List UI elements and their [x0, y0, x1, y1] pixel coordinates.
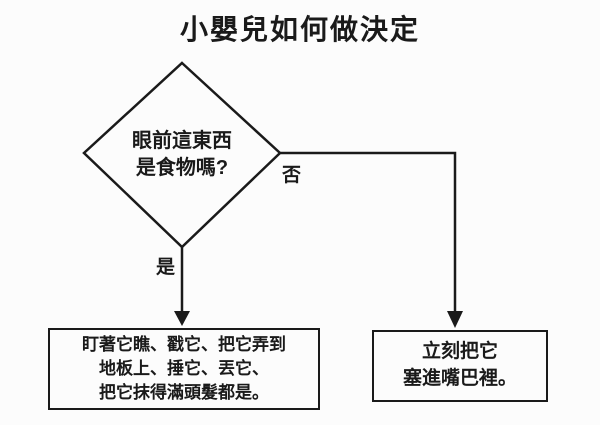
yes-action-line1: 盯著它瞧、戳它、把它弄到: [82, 335, 286, 355]
branch-label-no: 否: [282, 165, 302, 186]
no-action-line1: 立刻把它: [421, 341, 498, 363]
decision-question-line2: 是食物嗎?: [135, 157, 229, 179]
decision-question-line1: 眼前這東西: [132, 130, 232, 152]
no-action-box: 立刻把它 塞進嘴巴裡。: [372, 330, 548, 402]
yes-action-box: 盯著它瞧、戳它、把它弄到 地板上、捶它、丟它、 把它抹得滿頭髮都是。: [48, 328, 320, 410]
yes-branch-arrowhead: [174, 311, 190, 326]
yes-action-line2: 地板上、捶它、丟它、: [99, 359, 269, 379]
page-title: 小嬰兒如何做決定: [179, 14, 420, 45]
no-action-line2: 塞進嘴巴裡。: [402, 368, 517, 389]
decision-question: 眼前這東西 是食物嗎?: [92, 128, 272, 182]
no-branch-line: [280, 151, 457, 312]
no-branch-arrowhead: [447, 311, 463, 328]
branch-label-yes: 是: [156, 257, 176, 278]
yes-action-line3: 把它抹得滿頭髮都是。: [99, 382, 269, 402]
